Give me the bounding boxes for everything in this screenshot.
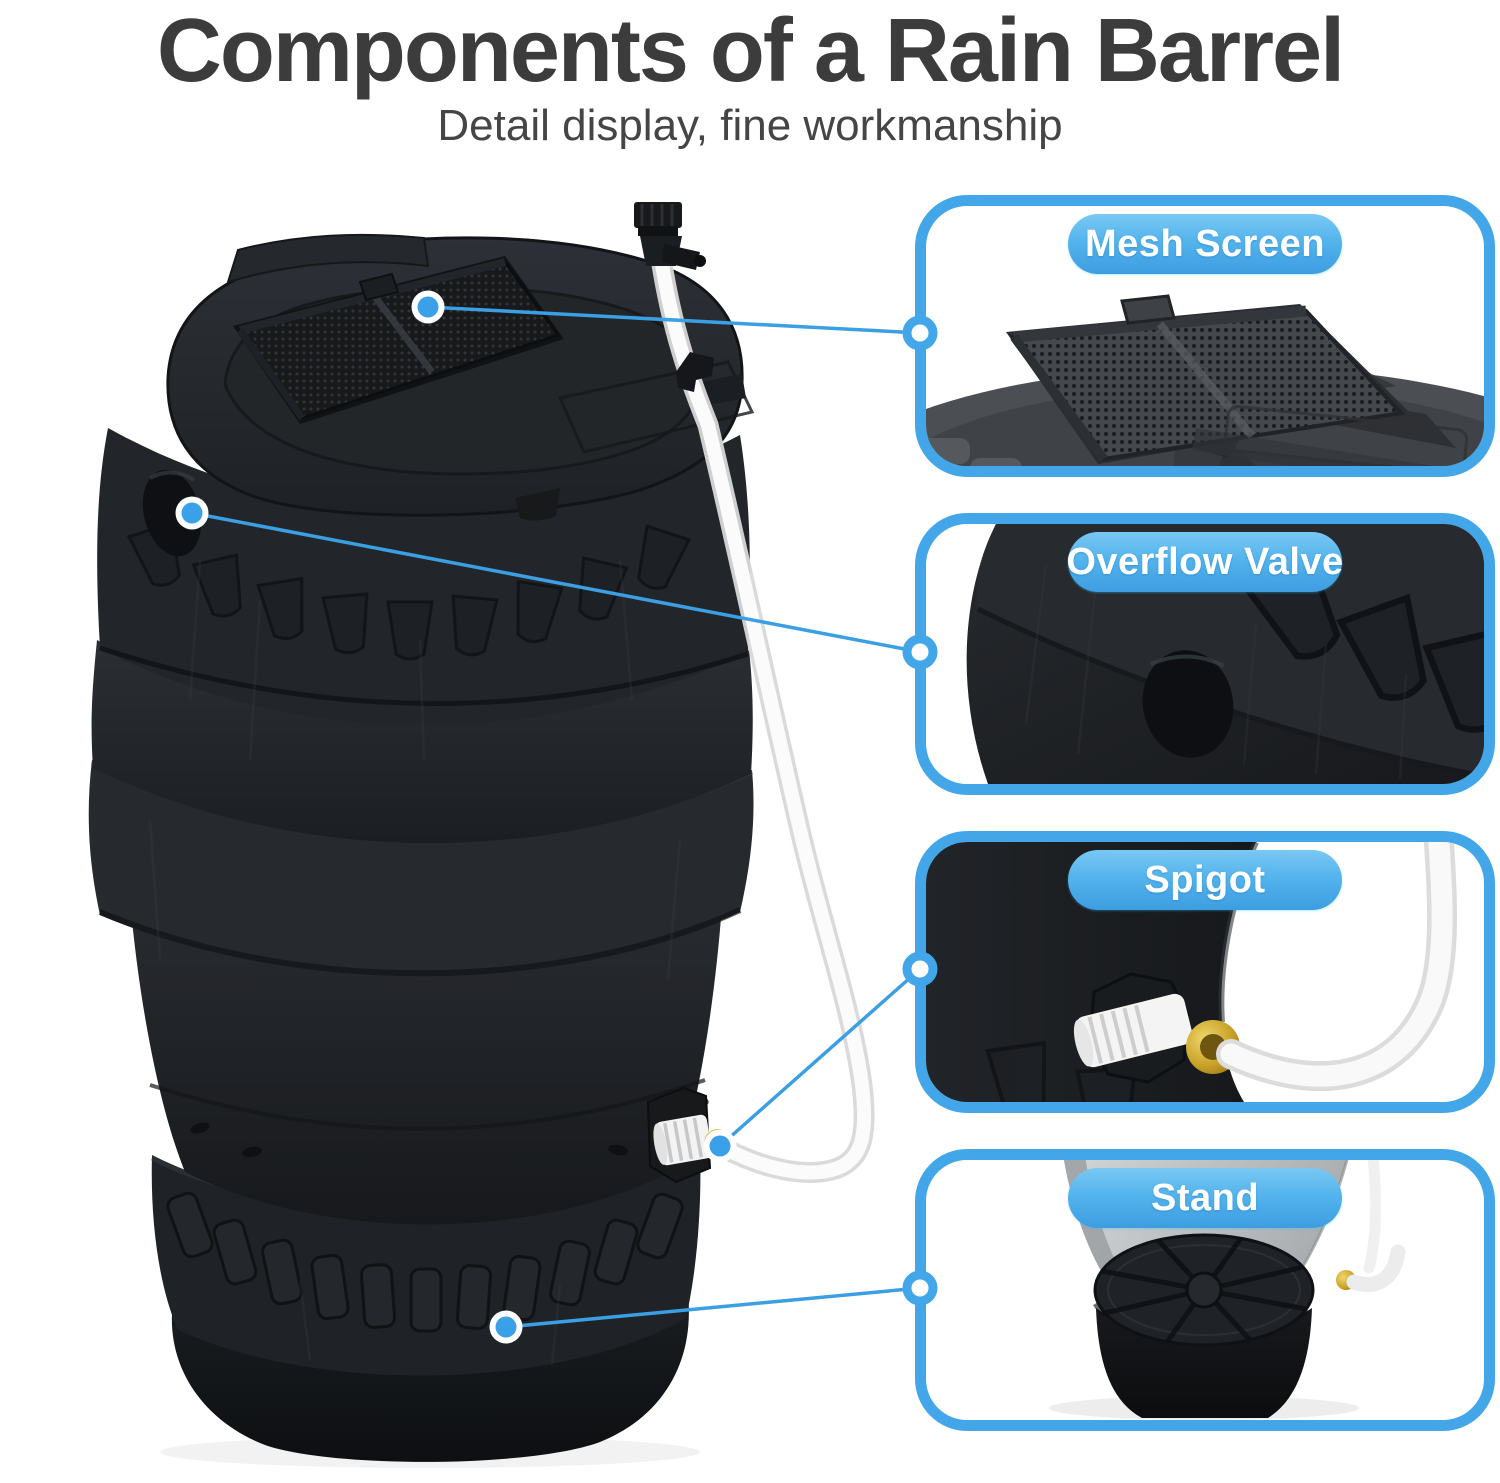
callout-label: Stand [1150,1176,1260,1219]
callout-label-pill: Spigot [1068,850,1342,910]
callout-panel-overflow-valve: Overflow Valve [915,513,1495,795]
callout-label-pill: Stand [1068,1168,1342,1228]
callout-label-pill: Mesh Screen [1068,214,1342,274]
callout-label: Mesh Screen [1085,222,1325,265]
overflow-hose [650,247,875,1183]
page-subtitle: Detail display, fine workmanship [437,100,1063,150]
hose-nozzle [634,202,706,270]
callout-label: Overflow Valve [1066,540,1344,583]
callout-panel-spigot: Spigot [915,831,1495,1113]
mesh-screen-closeup [926,294,1484,466]
page-title: Components of a Rain Barrel [156,1,1345,101]
spigot-closeup [926,842,1458,1102]
callout-label: Spigot [1144,858,1266,901]
spigot-fitting [646,1086,732,1184]
mesh-screen-tray [233,256,564,424]
callout-panel-mesh-screen: Mesh Screen [915,195,1495,477]
callout-label-pill: Overflow Valve [1066,532,1344,592]
callout-panel-stand: Stand [915,1149,1495,1431]
overflow-valve-hole [142,469,202,557]
hose-clip [676,352,714,392]
